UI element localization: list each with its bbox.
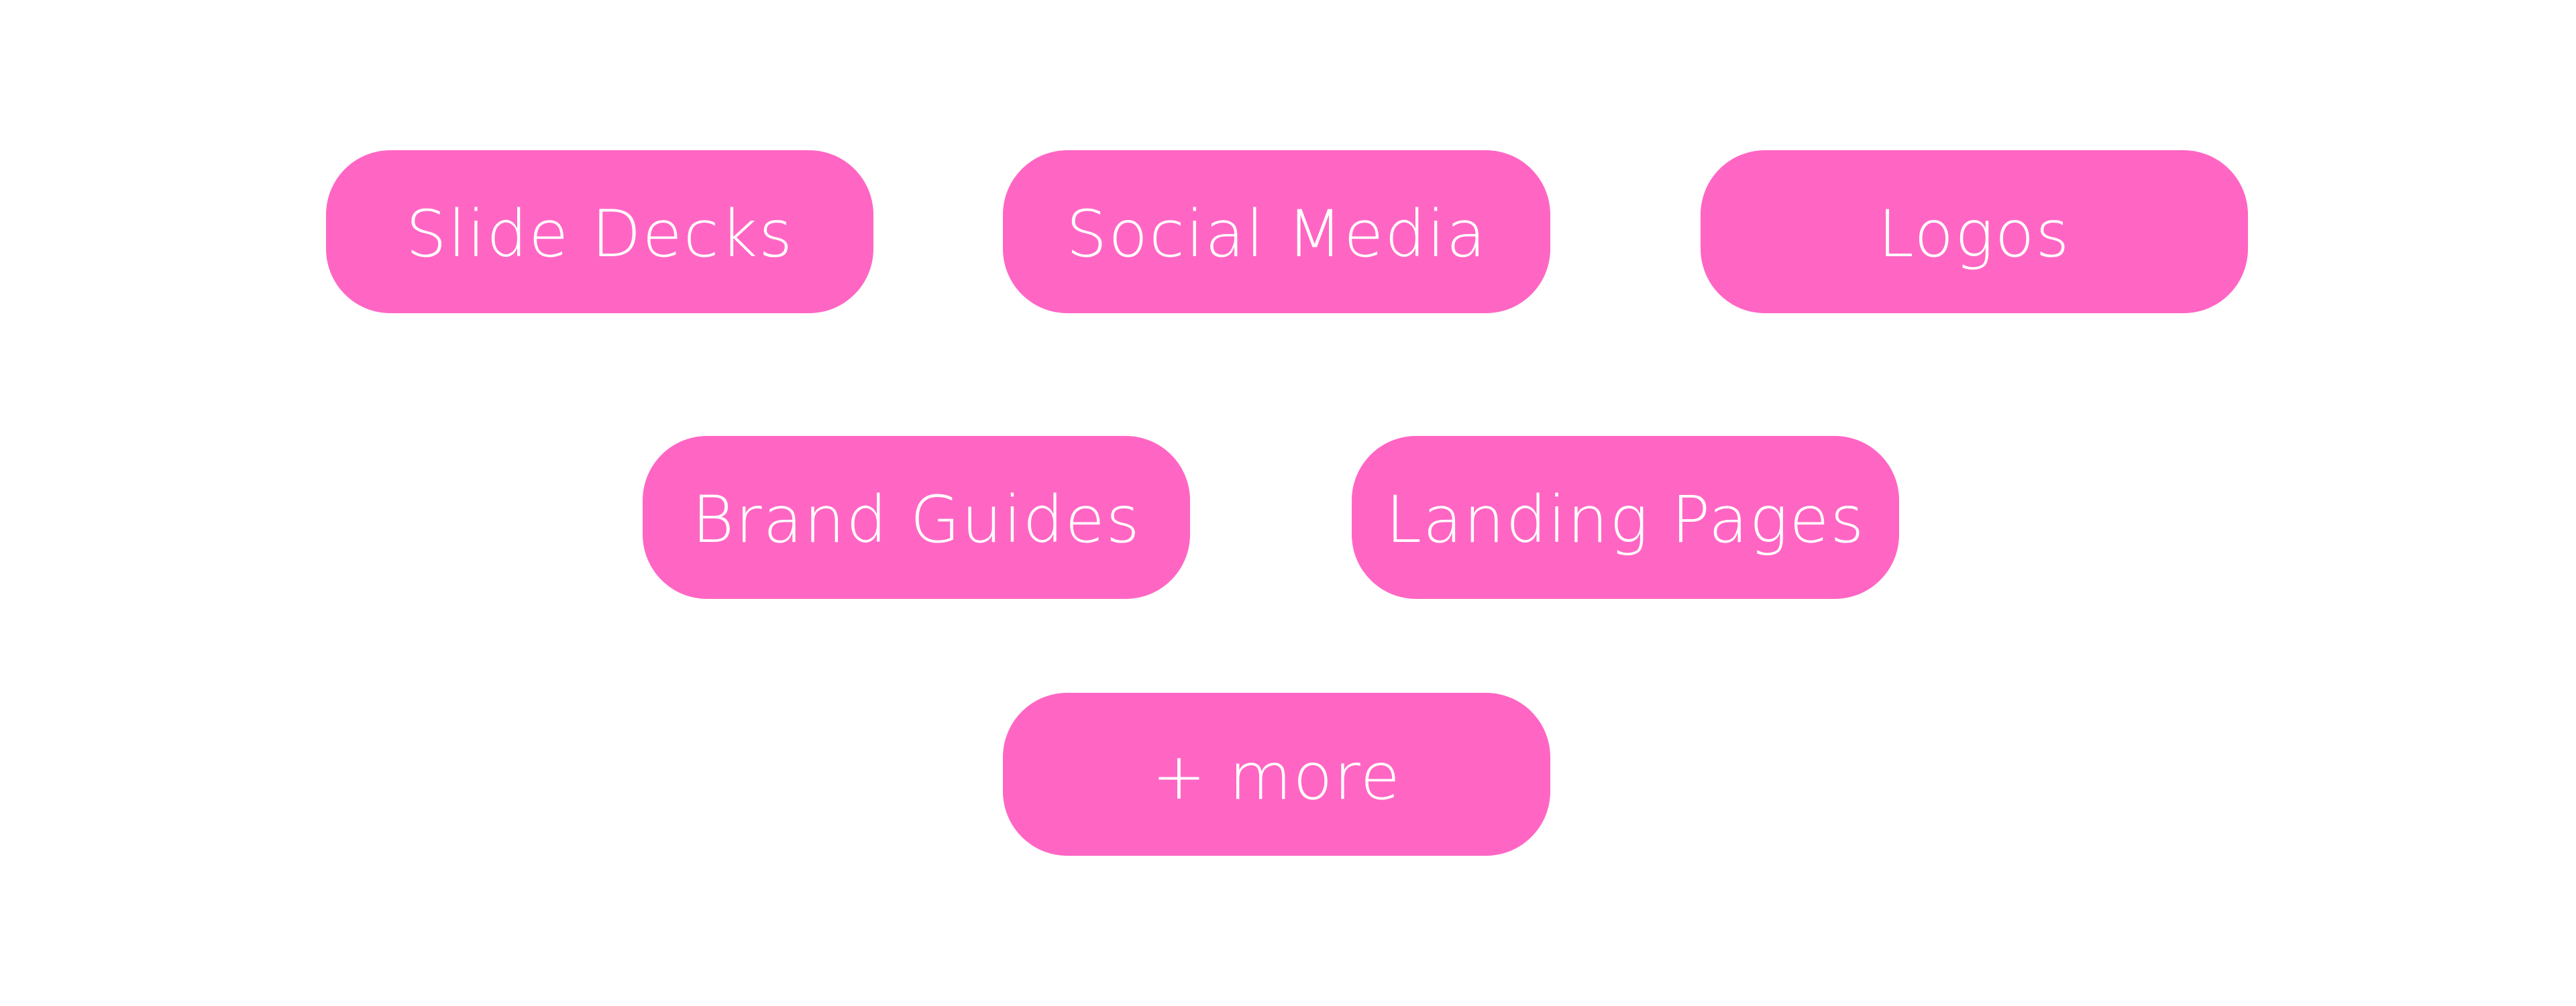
category-label: Logos — [1878, 196, 2071, 272]
category-button-landing-pages[interactable]: Landing Pages — [1352, 436, 1899, 599]
category-label: Landing Pages — [1385, 482, 1866, 557]
category-button-logos[interactable]: Logos — [1701, 150, 2248, 313]
category-button-social-media[interactable]: Social Media — [1003, 150, 1550, 313]
category-button-brand-guides[interactable]: Brand Guides — [643, 436, 1190, 599]
category-label: Brand Guides — [692, 482, 1141, 557]
category-button-slide-decks[interactable]: Slide Decks — [326, 150, 873, 313]
category-label: Slide Decks — [405, 196, 794, 272]
more-label: + more — [1152, 738, 1401, 814]
category-label: Social Media — [1066, 196, 1487, 272]
more-button[interactable]: + more — [1003, 693, 1550, 856]
